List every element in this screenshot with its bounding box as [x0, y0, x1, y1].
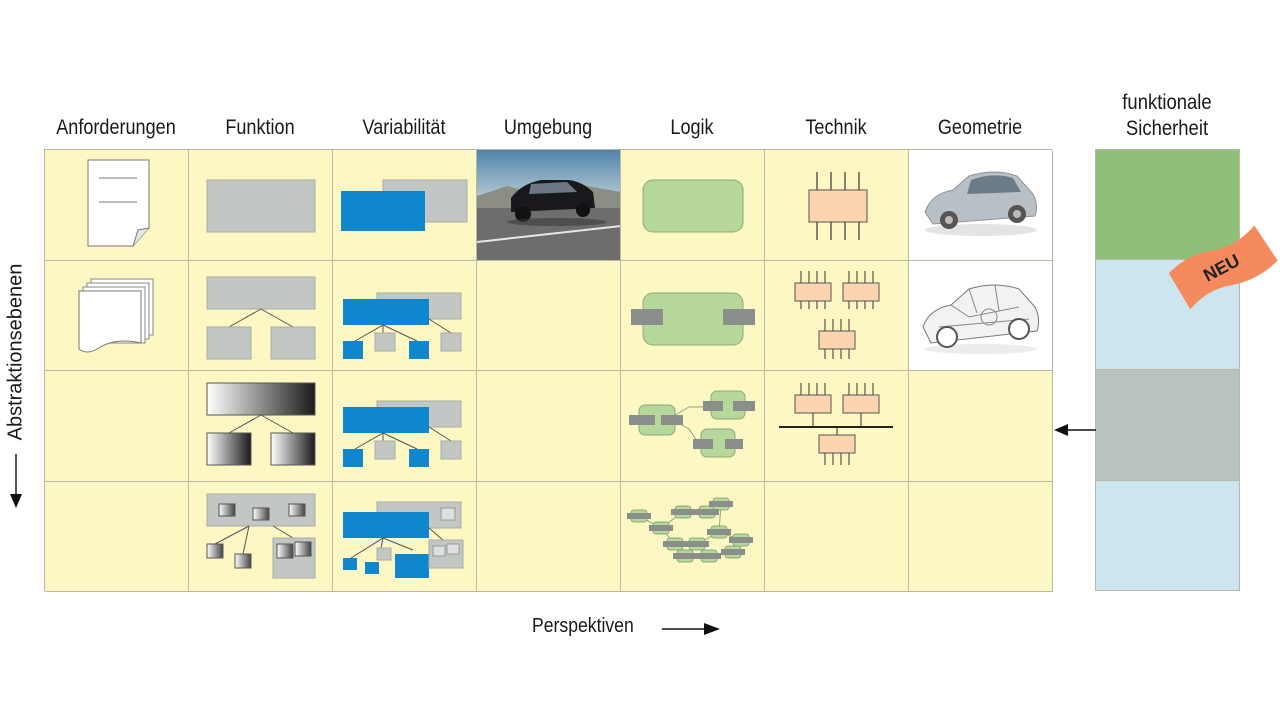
cell-funktion-1 — [189, 150, 333, 261]
chip-group-icon — [794, 270, 880, 359]
cell-geometrie-4 — [909, 481, 1053, 592]
cell-variabilitaet-3 — [333, 371, 477, 482]
function-hierarchy-icon — [206, 276, 316, 359]
header-technik: Technik — [805, 116, 867, 139]
function-block-icon — [206, 179, 316, 233]
safety-level-1 — [1095, 149, 1240, 260]
variant-blocks-icon — [341, 179, 468, 231]
cell-variabilitaet-1 — [333, 150, 477, 261]
cell-technik-3 — [765, 371, 909, 482]
cell-umgebung-2 — [477, 260, 621, 371]
car-wireframe-render — [922, 284, 1040, 354]
cell-technik-2 — [765, 260, 909, 371]
cell-funktion-4 — [189, 481, 333, 592]
cell-logik-2 — [621, 260, 765, 371]
chip-bus-icon — [779, 383, 893, 465]
cell-geometrie-3 — [909, 371, 1053, 482]
header-geometrie: Geometrie — [937, 116, 1023, 139]
row-axis-label: Abstraktionsebenen — [4, 263, 27, 441]
column-axis-label: Perspektiven — [532, 615, 634, 637]
cell-anforderungen-2 — [45, 260, 189, 371]
safety-level-3 — [1095, 369, 1240, 481]
cell-anforderungen-1 — [45, 150, 189, 261]
document-icon — [87, 159, 150, 247]
safety-level-4 — [1095, 480, 1240, 591]
cell-logik-1 — [621, 150, 765, 261]
left-arrow-icon — [1054, 424, 1096, 436]
logic-block-icon — [642, 179, 744, 233]
component-hierarchy-icon — [206, 493, 316, 578]
cell-variabilitaet-2 — [333, 260, 477, 371]
logic-network-icon — [629, 390, 755, 458]
gradient-hierarchy-icon — [206, 382, 316, 466]
variant-hierarchy-icon — [343, 400, 462, 467]
cell-geometrie-1 — [909, 150, 1053, 261]
cell-umgebung-3 — [477, 371, 621, 482]
header-logik: Logik — [670, 116, 714, 139]
logic-ports-icon — [631, 292, 755, 345]
chip-icon — [808, 172, 868, 240]
perspective-grid — [44, 149, 1053, 592]
cell-funktion-3 — [189, 371, 333, 482]
down-arrow-icon — [10, 454, 22, 508]
new-badge: NEU — [1168, 225, 1278, 310]
cell-variabilitaet-4 — [333, 481, 477, 592]
cell-technik-1 — [765, 150, 909, 261]
car-model-render — [924, 171, 1038, 236]
logic-mesh-icon — [627, 497, 753, 562]
document-stack-icon — [78, 278, 154, 352]
right-arrow-icon — [662, 623, 720, 635]
variant-hierarchy-icon — [343, 292, 462, 359]
cell-technik-4 — [765, 481, 909, 592]
cell-logik-4 — [621, 481, 765, 592]
header-anforderungen: Anforderungen — [56, 116, 176, 139]
cell-geometrie-2 — [909, 260, 1053, 371]
cell-logik-3 — [621, 371, 765, 482]
variant-detail-icon — [343, 501, 464, 578]
cell-funktion-2 — [189, 260, 333, 371]
cell-umgebung-4 — [477, 481, 621, 592]
header-funktion: Funktion — [225, 116, 295, 139]
cell-umgebung-1 — [477, 150, 621, 261]
cell-anforderungen-4 — [45, 481, 189, 592]
safety-title: funktionale Sicherheit — [1122, 91, 1212, 140]
car-road-photo — [477, 150, 620, 260]
cell-anforderungen-3 — [45, 371, 189, 482]
header-variabilitaet: Variabilität — [362, 116, 446, 139]
header-umgebung: Umgebung — [503, 116, 593, 139]
